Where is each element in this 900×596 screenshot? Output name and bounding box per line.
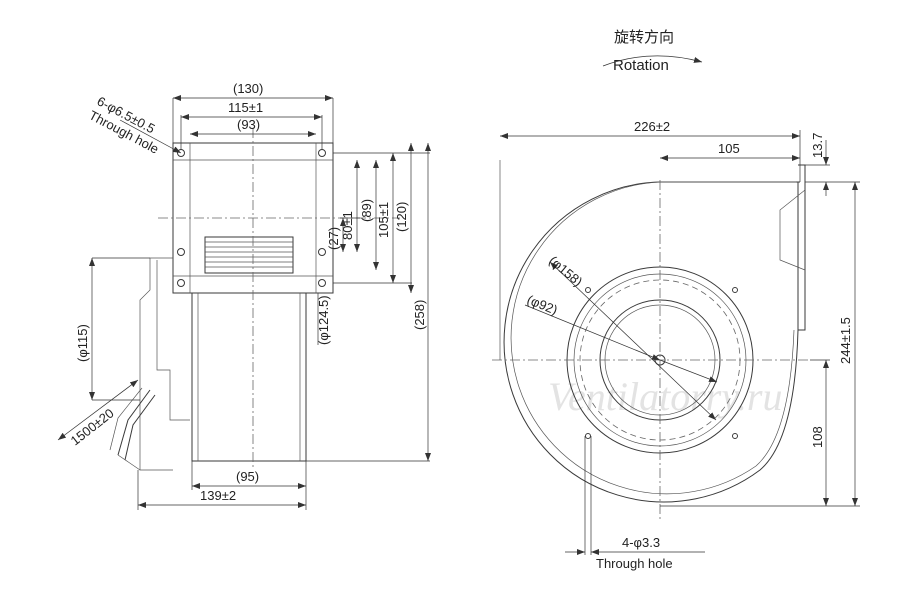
dim-w115: 115±1 [228, 100, 263, 115]
motor-body [191, 292, 307, 462]
dim-h120: (120) [394, 202, 409, 232]
rotation-label-cn: 旋转方向 [614, 28, 674, 46]
dim-h244: 244±1.5 [838, 317, 853, 364]
holes-spec-front: 4-φ3.3 [622, 535, 660, 550]
dim-h80: 80±1 [340, 211, 355, 240]
dim-d115: (φ115) [75, 324, 90, 362]
dim-d158: (φ158) [546, 253, 585, 289]
dim-h108: 108 [810, 426, 825, 448]
dim-h27: (27) [326, 227, 341, 250]
holes-through-front: Through hole [596, 556, 673, 571]
dim-h89: (89) [359, 199, 374, 222]
impeller-blades [204, 236, 294, 274]
rotation-arrow-icon [602, 55, 703, 67]
outlet-flange [798, 164, 806, 331]
dim-h105: 105±1 [376, 202, 391, 238]
dim-w95: (95) [236, 469, 259, 484]
dim-d124: (φ124.5) [316, 295, 331, 345]
side-view: (130) 115±1 (93) 6-φ6.5±0.5 Through hole… [57, 81, 431, 510]
dim-w105: 105 [718, 141, 740, 156]
dim-h258: (258) [412, 300, 427, 330]
dim-h13: 13.7 [810, 133, 825, 158]
rotation-indicator: 旋转方向 Rotation [602, 28, 703, 74]
front-view: 226±2 105 13.7 (φ158) (φ92) 244±1.5 108 … [492, 119, 860, 571]
rotation-label-en: Rotation [613, 57, 669, 74]
dim-w226: 226±2 [634, 119, 670, 134]
dim-w130: (130) [233, 81, 263, 96]
dim-d92: (φ92) [525, 292, 560, 318]
dim-w93: (93) [237, 117, 260, 132]
scroll-housing [503, 181, 800, 503]
dim-w139: 139±2 [200, 488, 236, 503]
